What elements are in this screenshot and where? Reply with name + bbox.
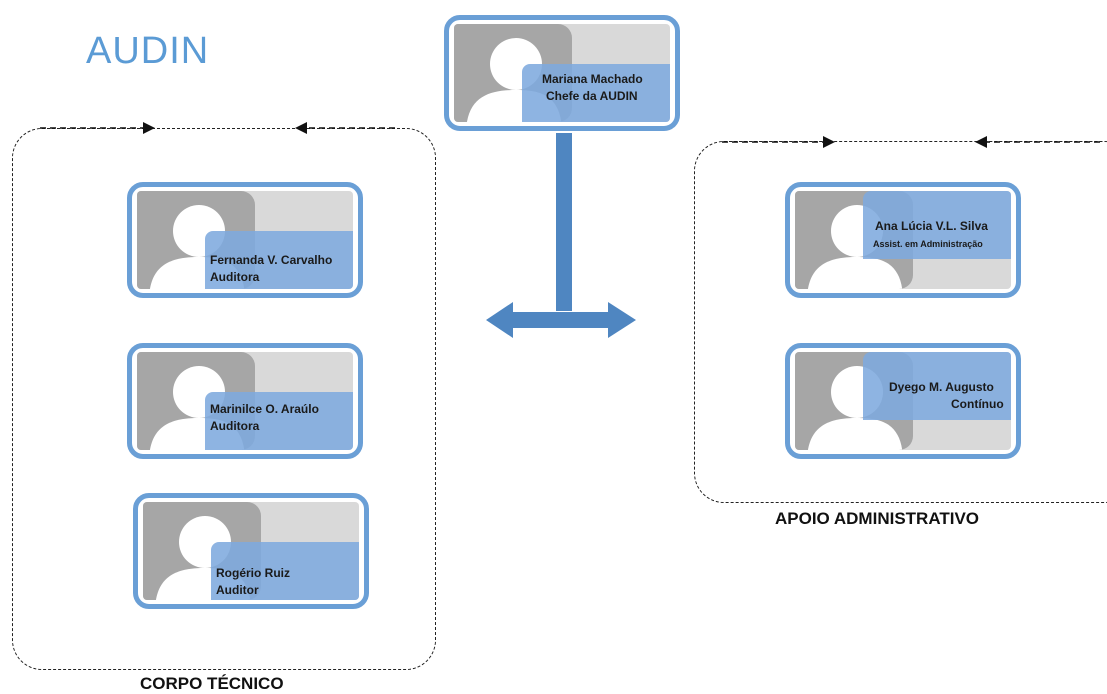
member-role: Auditora [210,419,260,433]
member-name: Marinilce O. Araúlo [210,402,319,416]
group-frame-admin [694,141,1107,503]
member-card-admin-2: Dyego M. Augusto Contínuo [785,343,1021,459]
group-label-technical: CORPO TÉCNICO [140,674,284,693]
member-card-technical-1: Fernanda V. Carvalho Auditora [127,182,363,298]
group-frame-technical [12,128,436,670]
member-card-technical-3: Rogério Ruiz Auditor [133,493,369,609]
member-name: Rogério Ruiz [216,566,290,580]
member-role: Assist. em Administração [873,239,983,249]
chief-name: Mariana Machado [542,72,643,86]
connector-stem [556,133,572,311]
member-name: Ana Lúcia V.L. Silva [875,219,988,233]
double-headed-arrow [486,302,636,338]
member-role: Auditora [210,270,260,284]
member-role: Auditor [216,583,259,597]
member-name: Fernanda V. Carvalho [210,253,333,267]
member-name: Dyego M. Augusto [889,380,994,394]
chief-role: Chefe da AUDIN [546,89,638,103]
chief-card: Mariana Machado Chefe da AUDIN [444,15,680,131]
group-label-admin: APOIO ADMINISTRATIVO [775,509,979,528]
user-silhouette-icon [137,191,255,289]
member-card-technical-2: Marinilce O. Araúlo Auditora [127,343,363,459]
member-card-admin-1: Ana Lúcia V.L. Silva Assist. em Administ… [785,182,1021,298]
page-title: AUDIN [86,30,210,72]
member-role: Contínuo [951,397,1004,411]
